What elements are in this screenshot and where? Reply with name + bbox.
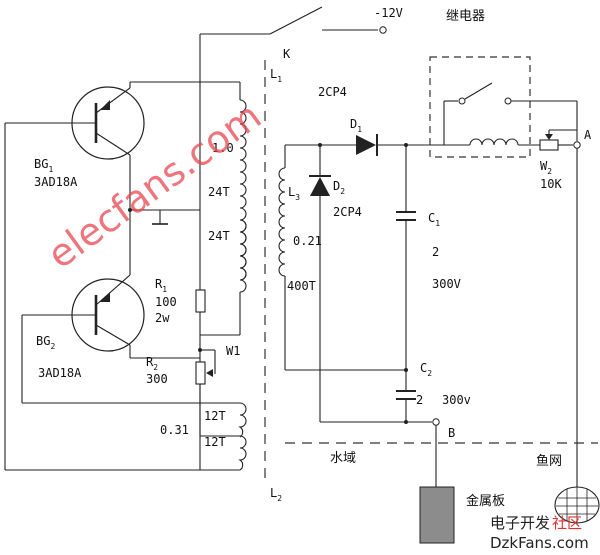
c1-label: C1 [428,211,440,228]
bg2-label: BG2 [36,334,55,351]
primary-turns-a: 24T [208,185,230,199]
site-logo: 电子开发 社区 DzkFans.com [490,514,589,552]
secondary-wire-size: 0.21 [293,234,322,248]
fishnet-label: 鱼网 [536,453,562,469]
relay-title: 继电器 [446,9,485,24]
capacitor-c2-symbol [396,390,416,424]
node-b-terminal [432,418,440,487]
transistor-bg2-symbol [21,210,200,403]
metal-plate [419,486,455,544]
node-b-label: B [448,426,455,440]
r1-value: 100 [155,295,177,309]
transistor-bg1-symbol [5,81,240,210]
feedback-turns-d: 12T [204,435,226,449]
water-label: 水域 [330,451,356,466]
switch-k-label: K [283,47,291,61]
bg1-label: BG1 [34,157,53,174]
node-a-terminal [573,141,581,488]
w2-value: 10K [540,177,562,191]
fishnet-icon [554,486,600,524]
w1-label: W1 [226,344,240,358]
r1-power: 2w [155,311,170,325]
d2-type: 2CP4 [333,205,362,219]
feedback-turns-c: 12T [204,409,226,423]
r1-label: R1 [155,277,167,294]
d1-label: D1 [350,117,362,134]
c2-label: C2 [420,361,432,378]
c2-voltage: 300v [442,393,471,407]
d1-type: 2CP4 [318,85,347,99]
l3-label: L3 [288,185,300,202]
node-a-label: A [584,128,592,142]
w2-label: W2 [540,159,552,176]
primary-coil-l1 [130,82,247,336]
c1-value: 2 [432,245,439,259]
primary-turns-b: 24T [208,229,230,243]
capacitor-c1-symbol [396,145,416,390]
svg-text:社区: 社区 [552,514,582,532]
primary-wire-size: 1.0 [212,141,234,155]
r2-value: 300 [146,372,168,386]
bg1-type: 3AD18A [34,175,78,189]
secondary-turns: 400T [287,279,316,293]
svg-text:电子开发: 电子开发 [490,514,550,532]
metal-plate-label: 金属板 [466,493,505,509]
c1-voltage: 300V [432,277,461,291]
resistor-r1-symbol [195,289,206,313]
secondary-coil-l3 [278,144,406,371]
d2-label: D2 [333,179,345,196]
potentiometer-w1-symbol [195,348,216,385]
l2-label: L2 [270,486,282,503]
potentiometer-w2-symbol [539,129,577,151]
supply-voltage-label: -12V [374,6,403,20]
l1-label: L1 [270,67,282,84]
feedback-coil [4,123,247,471]
diode-d1-symbol [356,134,430,156]
c2-value: 2 [416,393,423,407]
r2-label: R2 [146,355,158,372]
bg2-type: 3AD18A [38,366,82,380]
relay-box [429,56,578,158]
svg-text:DzkFans.com: DzkFans.com [490,534,589,552]
feedback-wire-size: 0.31 [160,423,189,437]
diode-d2-symbol [309,143,432,423]
